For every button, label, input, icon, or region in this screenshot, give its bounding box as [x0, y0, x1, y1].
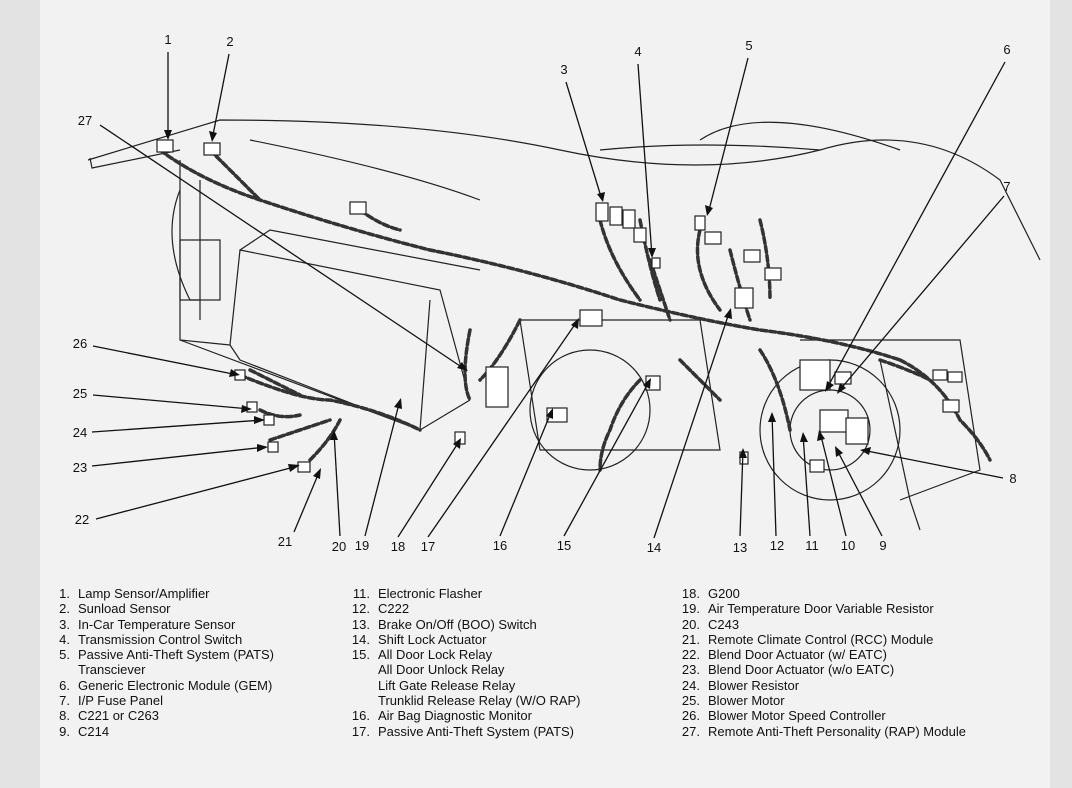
legend-item: 21.Remote Climate Control (RCC) Module [681, 631, 934, 647]
legend-item: 23.Blend Door Actuator (w/o EATC) [681, 662, 895, 678]
legend-item: 5.Passive Anti-Theft System (PATS) [59, 647, 275, 663]
legend-item: 8.C221 or C263 [59, 708, 159, 724]
callout-5: 5 [745, 38, 752, 53]
callout-24: 24 [73, 425, 87, 440]
legend-item: 17.Passive Anti-Theft System (PATS) [351, 723, 575, 739]
legend-item: 6.Generic Electronic Module (GEM) [59, 677, 273, 693]
callout-6: 6 [1003, 42, 1010, 57]
parts-legend: 1.Lamp Sensor/Amplifier 2.Sunload Sensor… [44, 586, 1004, 768]
callout-22: 22 [75, 512, 89, 527]
viewer-margin-right [1050, 0, 1072, 788]
legend-item-continuation: Lift Gate Release Relay [378, 677, 516, 693]
callout-23: 23 [73, 460, 87, 475]
callout-16: 16 [493, 538, 507, 553]
callout-3: 3 [560, 62, 567, 77]
callout-2: 2 [226, 34, 233, 49]
callout-11: 11 [805, 538, 819, 553]
legend-item: 15.All Door Lock Relay [351, 647, 493, 663]
callout-19: 19 [355, 538, 369, 553]
legend-item-continuation: Trunklid Release Relay (W/O RAP) [378, 693, 581, 709]
legend-item: 26.Blower Motor Speed Controller [681, 708, 886, 724]
callout-14: 14 [647, 540, 661, 555]
callout-17: 17 [421, 539, 435, 554]
callout-10: 10 [841, 538, 855, 553]
legend-item: 14.Shift Lock Actuator [351, 631, 487, 647]
callout-1: 1 [164, 32, 171, 47]
legend-item-continuation: All Door Unlock Relay [378, 662, 505, 678]
legend-item: 24.Blower Resistor [681, 677, 800, 693]
dashboard-outline [87, 119, 1041, 531]
legend-column-2: 11.Electronic Flasher 12.C222 13.Brake O… [344, 586, 664, 739]
callout-15: 15 [557, 538, 571, 553]
viewer-margin-left [0, 0, 40, 788]
callout-26: 26 [73, 336, 87, 351]
legend-column-3: 18.G200 19.Air Temperature Door Variable… [674, 586, 1004, 739]
legend-item: 11.Electronic Flasher [352, 586, 483, 601]
callout-13: 13 [733, 540, 747, 555]
connectors [156, 139, 963, 473]
callout-numbers: 1 2 3 4 5 6 7 8 9 10 11 12 13 14 15 16 1… [73, 32, 1017, 555]
callout-12: 12 [770, 538, 784, 553]
callout-4: 4 [634, 44, 641, 59]
callout-27: 27 [78, 113, 92, 128]
legend-item: 1.Lamp Sensor/Amplifier [59, 586, 210, 601]
legend-item: 13.Brake On/Off (BOO) Switch [351, 616, 537, 632]
legend-item: 12.C222 [351, 601, 410, 617]
callout-8: 8 [1009, 471, 1016, 486]
legend-item: 3.In-Car Temperature Sensor [59, 616, 236, 632]
legend-item: 7.I/P Fuse Panel [59, 693, 164, 709]
legend-item: 9.C214 [59, 723, 110, 739]
legend-item: 2.Sunload Sensor [59, 601, 171, 617]
callout-7: 7 [1003, 179, 1010, 194]
callout-18: 18 [391, 539, 405, 554]
callout-25: 25 [73, 386, 87, 401]
legend-item-continuation: Transciever [78, 662, 146, 678]
wiring-harness [158, 148, 992, 472]
callout-9: 9 [879, 538, 886, 553]
leader-lines [91, 52, 1006, 539]
legend-item: 4.Transmission Control Switch [59, 631, 243, 647]
callout-20: 20 [332, 539, 346, 554]
leader-arrowheads [164, 130, 871, 479]
legend-item: 18.G200 [681, 586, 740, 601]
legend-item: 27.Remote Anti-Theft Personality (RAP) M… [681, 723, 966, 739]
legend-item: 16.Air Bag Diagnostic Monitor [351, 708, 532, 724]
legend-item: 20.C243 [681, 616, 740, 632]
legend-item: 22.Blend Door Actuator (w/ EATC) [681, 647, 887, 663]
wiring-diagram: 1 2 3 4 5 6 7 8 9 10 11 12 13 14 15 16 1… [73, 32, 1041, 555]
legend-item: 19.Air Temperature Door Variable Resisto… [681, 601, 934, 617]
legend-item: 25.Blower Motor [681, 693, 785, 709]
callout-21: 21 [278, 534, 292, 549]
legend-column-1: 1.Lamp Sensor/Amplifier 2.Sunload Sensor… [44, 586, 344, 739]
